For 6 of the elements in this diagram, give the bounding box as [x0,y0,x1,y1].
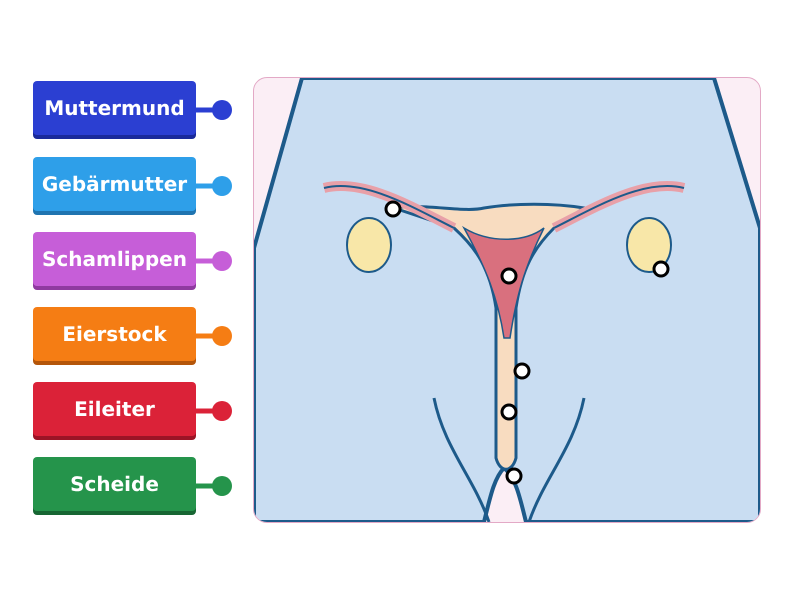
answer-tile: Gebärmutter [33,157,196,211]
answer-tile: Muttermund [33,81,196,135]
answer-tile: Scheide [33,457,196,511]
answer-tile: Schamlippen [33,232,196,286]
answer-tile: Eierstock [33,307,196,361]
answer-tile: Eileiter [33,382,196,436]
